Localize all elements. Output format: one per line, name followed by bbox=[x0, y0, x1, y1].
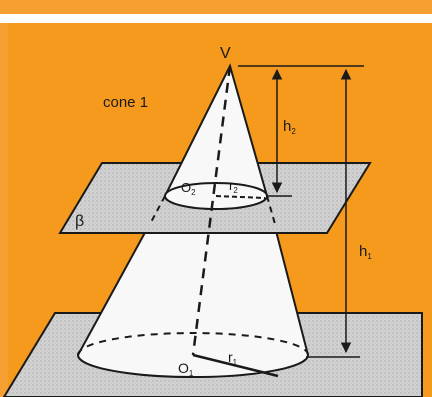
title-label: cone 1 bbox=[103, 94, 148, 111]
lower-radius-label: r1 bbox=[228, 349, 238, 367]
lower-base-back-edge bbox=[77, 332, 309, 356]
top-white-strip bbox=[0, 14, 432, 23]
cone-axis bbox=[191, 65, 232, 356]
hidden-right-edge bbox=[266, 195, 276, 225]
lower-radius-line bbox=[192, 353, 279, 378]
upper-radius-line bbox=[215, 195, 266, 199]
plane-beta-label: β bbox=[75, 213, 84, 230]
lower-center-label: O1 bbox=[178, 360, 194, 378]
upper-radius-label: r2 bbox=[229, 178, 238, 195]
upper-center-label: O2 bbox=[181, 180, 196, 197]
apex-label: V bbox=[220, 45, 231, 62]
h2-label: h2 bbox=[283, 118, 296, 136]
h1-label: h1 bbox=[359, 243, 372, 261]
hidden-left-edge bbox=[149, 195, 166, 225]
